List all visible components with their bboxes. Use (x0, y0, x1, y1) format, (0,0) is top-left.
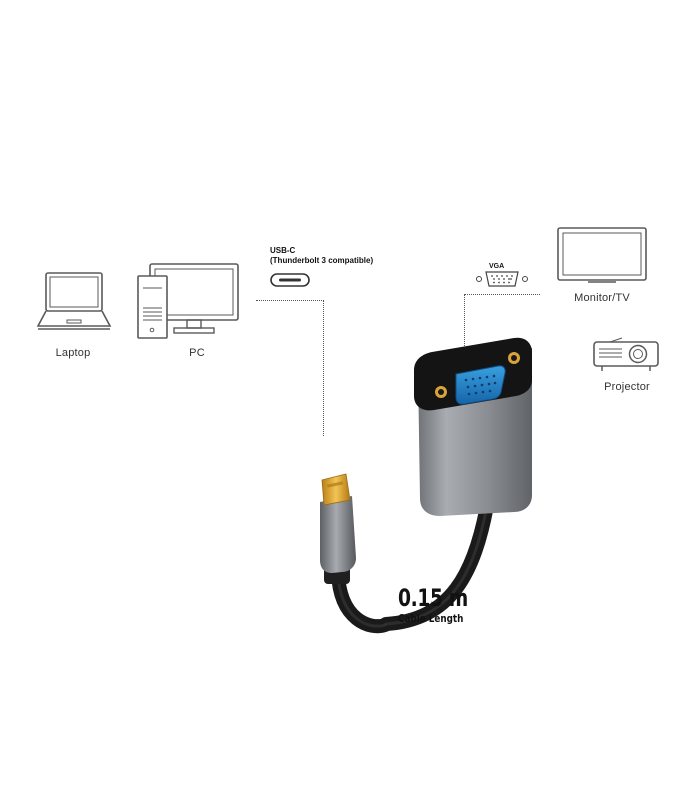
laptop-icon (36, 272, 112, 330)
pc-icon (137, 263, 239, 339)
vga-leader-h (464, 294, 540, 295)
usbc-title: USB-C (Thunderbolt 3 compatible) (270, 246, 410, 266)
usbc-title-line1: USB-C (270, 246, 296, 255)
pc-label: PC (189, 347, 205, 359)
usbc-title-line2: (Thunderbolt 3 compatible) (270, 256, 374, 265)
usbc-leader-v (323, 300, 324, 436)
monitor-label: Monitor/TV (574, 292, 630, 304)
usb-c-port-icon (270, 273, 310, 287)
laptop-label: Laptop (55, 347, 91, 359)
vga-label: VGA (489, 263, 505, 270)
vga-port-icon (476, 271, 528, 287)
projector-icon (593, 337, 659, 371)
vga-leader-v (464, 294, 465, 350)
usbc-leader-h (256, 300, 324, 301)
projector-label: Projector (604, 381, 650, 393)
cable-length-caption: Cable Length (398, 612, 464, 625)
adapter-product-image (320, 337, 532, 634)
monitor-icon (557, 227, 647, 283)
cable-length-value: 0.15 m (398, 584, 468, 612)
